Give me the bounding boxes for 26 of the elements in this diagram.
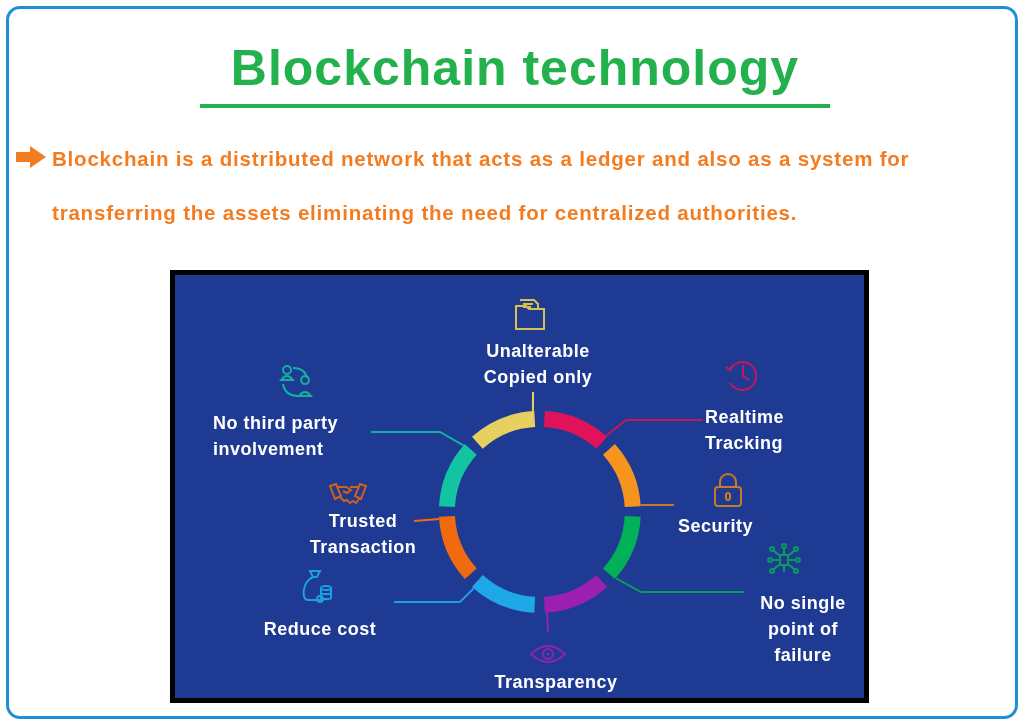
feature-label: Trusted Transaction <box>298 508 428 560</box>
ring-segment <box>544 411 608 449</box>
leader-line <box>393 587 475 603</box>
leader-line <box>531 391 534 413</box>
leader-line <box>370 431 465 447</box>
ring-segment <box>439 444 477 508</box>
leader-line <box>605 419 704 437</box>
feature-label: Security <box>678 513 778 539</box>
feature-label: No single point of failure <box>748 590 858 668</box>
intro-paragraph: Blockchain is a distributed network that acts as a ledger and also as a system for transferring the assets eliminating the need for centralized authorities. <box>52 146 911 226</box>
ring-segment <box>603 444 641 508</box>
feature-label: Realtime Tracking <box>705 404 817 456</box>
feature-label: Unalterable Copied only <box>466 338 610 390</box>
ring-segment <box>603 516 641 580</box>
feature-label: Reduce cost <box>248 616 392 642</box>
feature-label: Transparency <box>480 669 632 695</box>
leader-line <box>413 518 441 522</box>
feature-label: No third party involvement <box>213 410 369 462</box>
ring-segment <box>544 575 608 613</box>
title: Blockchain technology <box>229 39 801 98</box>
ring-segment <box>472 411 536 449</box>
leader-line <box>615 577 745 593</box>
ring-segment <box>472 575 536 613</box>
ring-segment <box>439 516 477 580</box>
leader-line <box>639 503 675 506</box>
leader-line <box>546 611 549 633</box>
